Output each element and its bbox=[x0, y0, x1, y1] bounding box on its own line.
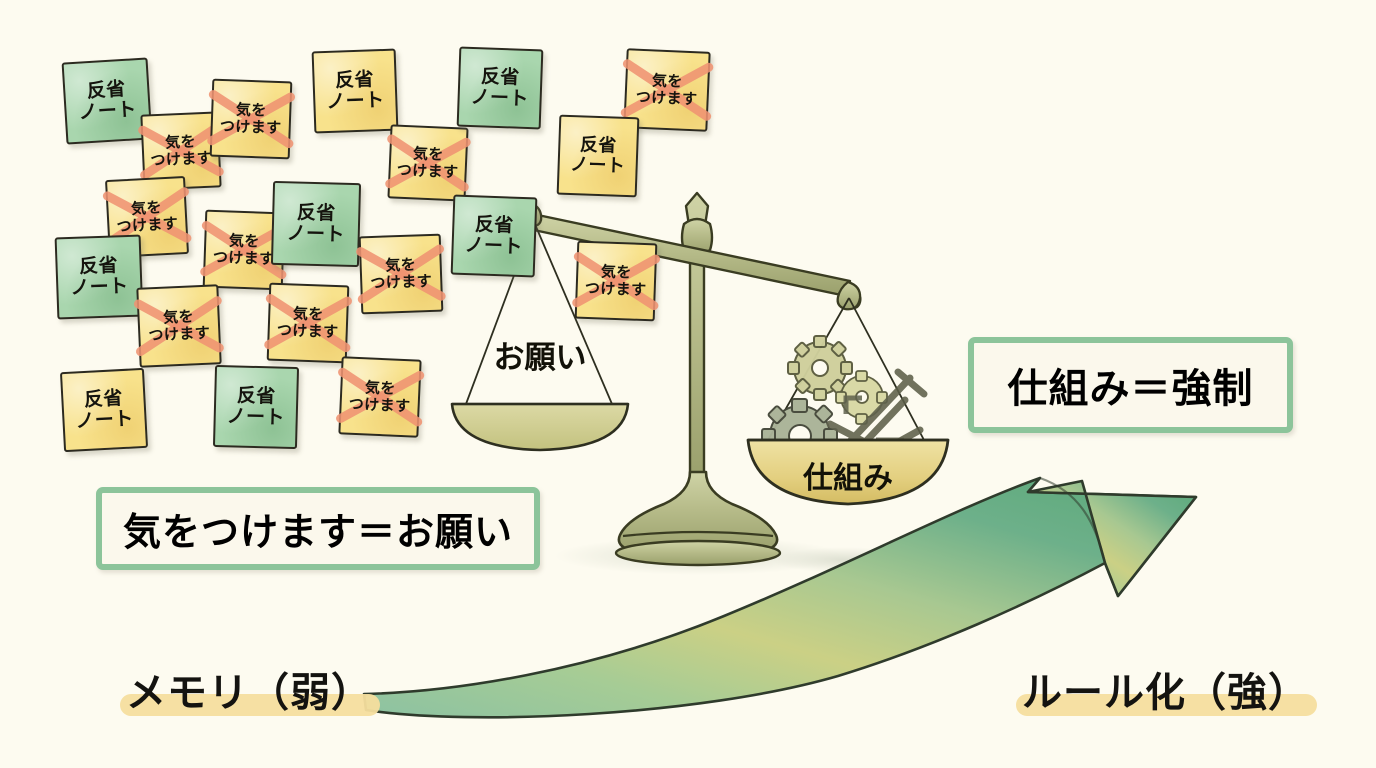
sticky-note-text: 反省ノート bbox=[77, 77, 138, 124]
axis-left-text: メモリ（弱） bbox=[126, 670, 372, 716]
scale-left-pan: お願い bbox=[450, 221, 630, 452]
callout-left-text: 気をつけます＝お願い bbox=[122, 510, 513, 554]
sticky-note-hanseinote-yellow: 反省ノート bbox=[311, 48, 399, 134]
axis-label-memory-weak: メモリ（弱） bbox=[120, 660, 380, 718]
right-pan-label: 仕組み bbox=[802, 461, 893, 496]
sticky-note-text: 気をつけます bbox=[370, 255, 433, 293]
sticky-note-kiwotsukemasu: 気をつけます bbox=[383, 124, 473, 202]
sticky-note-hanseinote-green: 反省ノート bbox=[212, 364, 300, 450]
axis-right-text: ルール化（強） bbox=[1022, 670, 1309, 716]
sticky-note-hanseinote-yellow: 反省ノート bbox=[556, 114, 640, 198]
sticky-note-text: 気をつけます bbox=[148, 307, 211, 345]
sticky-note-text: 気をつけます bbox=[219, 100, 282, 138]
scale-column bbox=[614, 191, 782, 567]
axis-label-rule-strong: ルール化（強） bbox=[1016, 660, 1317, 718]
callout-right-text: 仕組み＝強制 bbox=[1007, 366, 1254, 412]
sticky-note-hanseinote-green: 反省ノート bbox=[450, 194, 538, 278]
sticky-note-text: 気をつけます bbox=[116, 198, 179, 236]
sticky-note-text: 気をつけます bbox=[396, 144, 459, 182]
arrow-head bbox=[1026, 479, 1198, 598]
sticky-note-kiwotsukemasu: 気をつけます bbox=[262, 282, 354, 364]
sticky-note-text: 反省ノート bbox=[69, 254, 129, 300]
sticky-note-text: 反省ノート bbox=[464, 213, 524, 259]
left-pan-label: お願い bbox=[494, 340, 587, 376]
callout-box-kyousei: 仕組み＝強制 bbox=[968, 337, 1293, 433]
callout-box-onegai: 気をつけます＝お願い bbox=[96, 487, 540, 570]
sticky-note-text: 気をつけます bbox=[276, 304, 339, 342]
sticky-note-hanseinote-green: 反省ノート bbox=[61, 57, 153, 145]
sticky-note-text: 反省ノート bbox=[325, 68, 385, 114]
sticky-note-hanseinote-yellow: 反省ノート bbox=[59, 367, 149, 453]
sticky-note-hanseinote-green: 反省ノート bbox=[456, 46, 544, 130]
sticky-note-text: 反省ノート bbox=[226, 384, 286, 429]
sticky-note-text: 反省ノート bbox=[470, 65, 530, 111]
sticky-note-kiwotsukemasu: 気をつけます bbox=[132, 284, 226, 368]
sticky-note-text: 気をつけます bbox=[635, 71, 698, 109]
sticky-note-hanseinote-green: 反省ノート bbox=[54, 234, 144, 320]
sticky-note-text: 反省ノート bbox=[286, 201, 346, 246]
sticky-note-text: 気をつけます bbox=[584, 262, 647, 300]
sticky-note-text: 反省ノート bbox=[569, 134, 626, 177]
scale-right-pan: 仕組み bbox=[746, 297, 950, 506]
sticky-note-hanseinote-green: 反省ノート bbox=[270, 180, 362, 268]
sticky-note-text: 反省ノート bbox=[74, 386, 135, 433]
sticky-note-text: 気をつけます bbox=[150, 132, 213, 170]
sticky-note-kiwotsukemasu: 気をつけます bbox=[205, 78, 297, 160]
sticky-note-kiwotsukemasu: 気をつけます bbox=[334, 356, 426, 438]
sticky-note-kiwotsukemasu: 気をつけます bbox=[570, 240, 662, 322]
sticky-note-text: 気をつけます bbox=[212, 231, 275, 269]
sticky-note-kiwotsukemasu: 気をつけます bbox=[354, 233, 448, 315]
sticky-note-text: 気をつけます bbox=[348, 378, 411, 416]
